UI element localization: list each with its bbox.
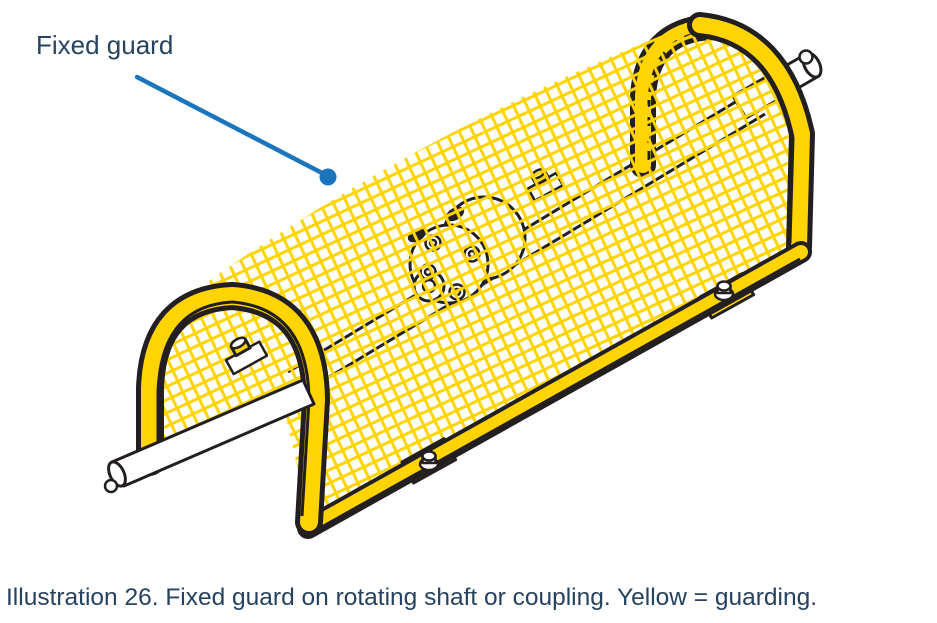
foot-bolt-near [418,450,440,472]
foot-bolt-far [713,280,735,302]
mesh-guard-cover [150,22,806,527]
shaft-near-end [103,378,316,494]
figure-label: Fixed guard [36,30,174,60]
near-arch-frame [136,282,330,536]
leader-dot [319,168,337,186]
far-arch-frame-right [687,12,815,260]
base-rail [297,241,812,539]
figure-caption: Illustration 26. Fixed guard on rotating… [6,584,818,611]
bearing-block-near [224,336,269,376]
leader [134,74,337,186]
leader-line [134,74,327,177]
